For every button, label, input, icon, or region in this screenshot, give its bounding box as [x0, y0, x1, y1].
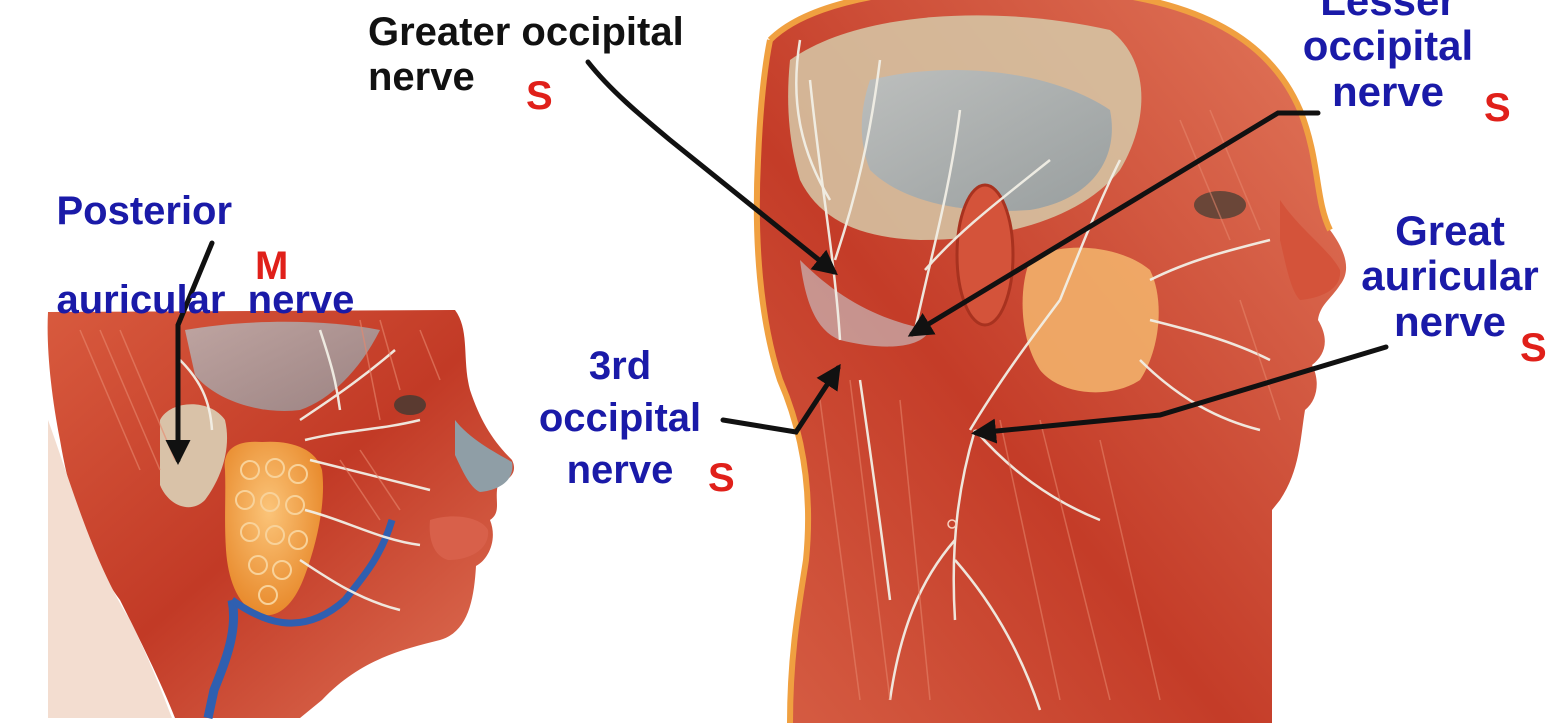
label-third-occipital-line1: 3rd: [589, 344, 651, 388]
label-great-auricular-line1: Great: [1395, 207, 1505, 254]
label-lesser-occipital-line2: occipital: [1303, 22, 1473, 69]
label-posterior-auricular: Posterior auricular nerve: [12, 144, 354, 368]
type-letter-third-occipital: S: [708, 456, 735, 501]
label-posterior-auricular-line1: Posterior: [56, 189, 232, 233]
left-head-figure: [48, 310, 514, 718]
label-great-auricular-line2: auricular: [1361, 252, 1538, 299]
type-letter-posterior-auricular: M: [255, 244, 288, 289]
label-third-occipital-line3: nerve: [567, 448, 674, 492]
type-letter-lesser-occipital: S: [1484, 86, 1511, 131]
label-lesser-occipital: Lesser occipital nerve: [1288, 0, 1488, 114]
label-great-auricular: Great auricular nerve: [1350, 208, 1550, 344]
type-letter-greater-occipital: S: [526, 74, 553, 119]
left-eye: [394, 395, 426, 415]
label-great-auricular-line3: nerve: [1394, 298, 1506, 345]
label-lesser-occipital-line1: Lesser: [1320, 0, 1455, 24]
label-greater-occipital-line2: nerve: [368, 55, 475, 99]
label-greater-occipital-line1: Greater occipital: [368, 10, 684, 54]
type-letter-great-auricular: S: [1520, 326, 1547, 371]
right-head-figure: [757, 0, 1346, 723]
label-third-occipital-line2: occipital: [539, 396, 701, 440]
label-lesser-occipital-line3: nerve: [1332, 68, 1444, 115]
label-third-occipital: 3rd occipital nerve: [520, 340, 720, 496]
label-posterior-auricular-line2: auricular nerve: [56, 278, 354, 322]
right-parotid-gland: [1023, 248, 1159, 393]
